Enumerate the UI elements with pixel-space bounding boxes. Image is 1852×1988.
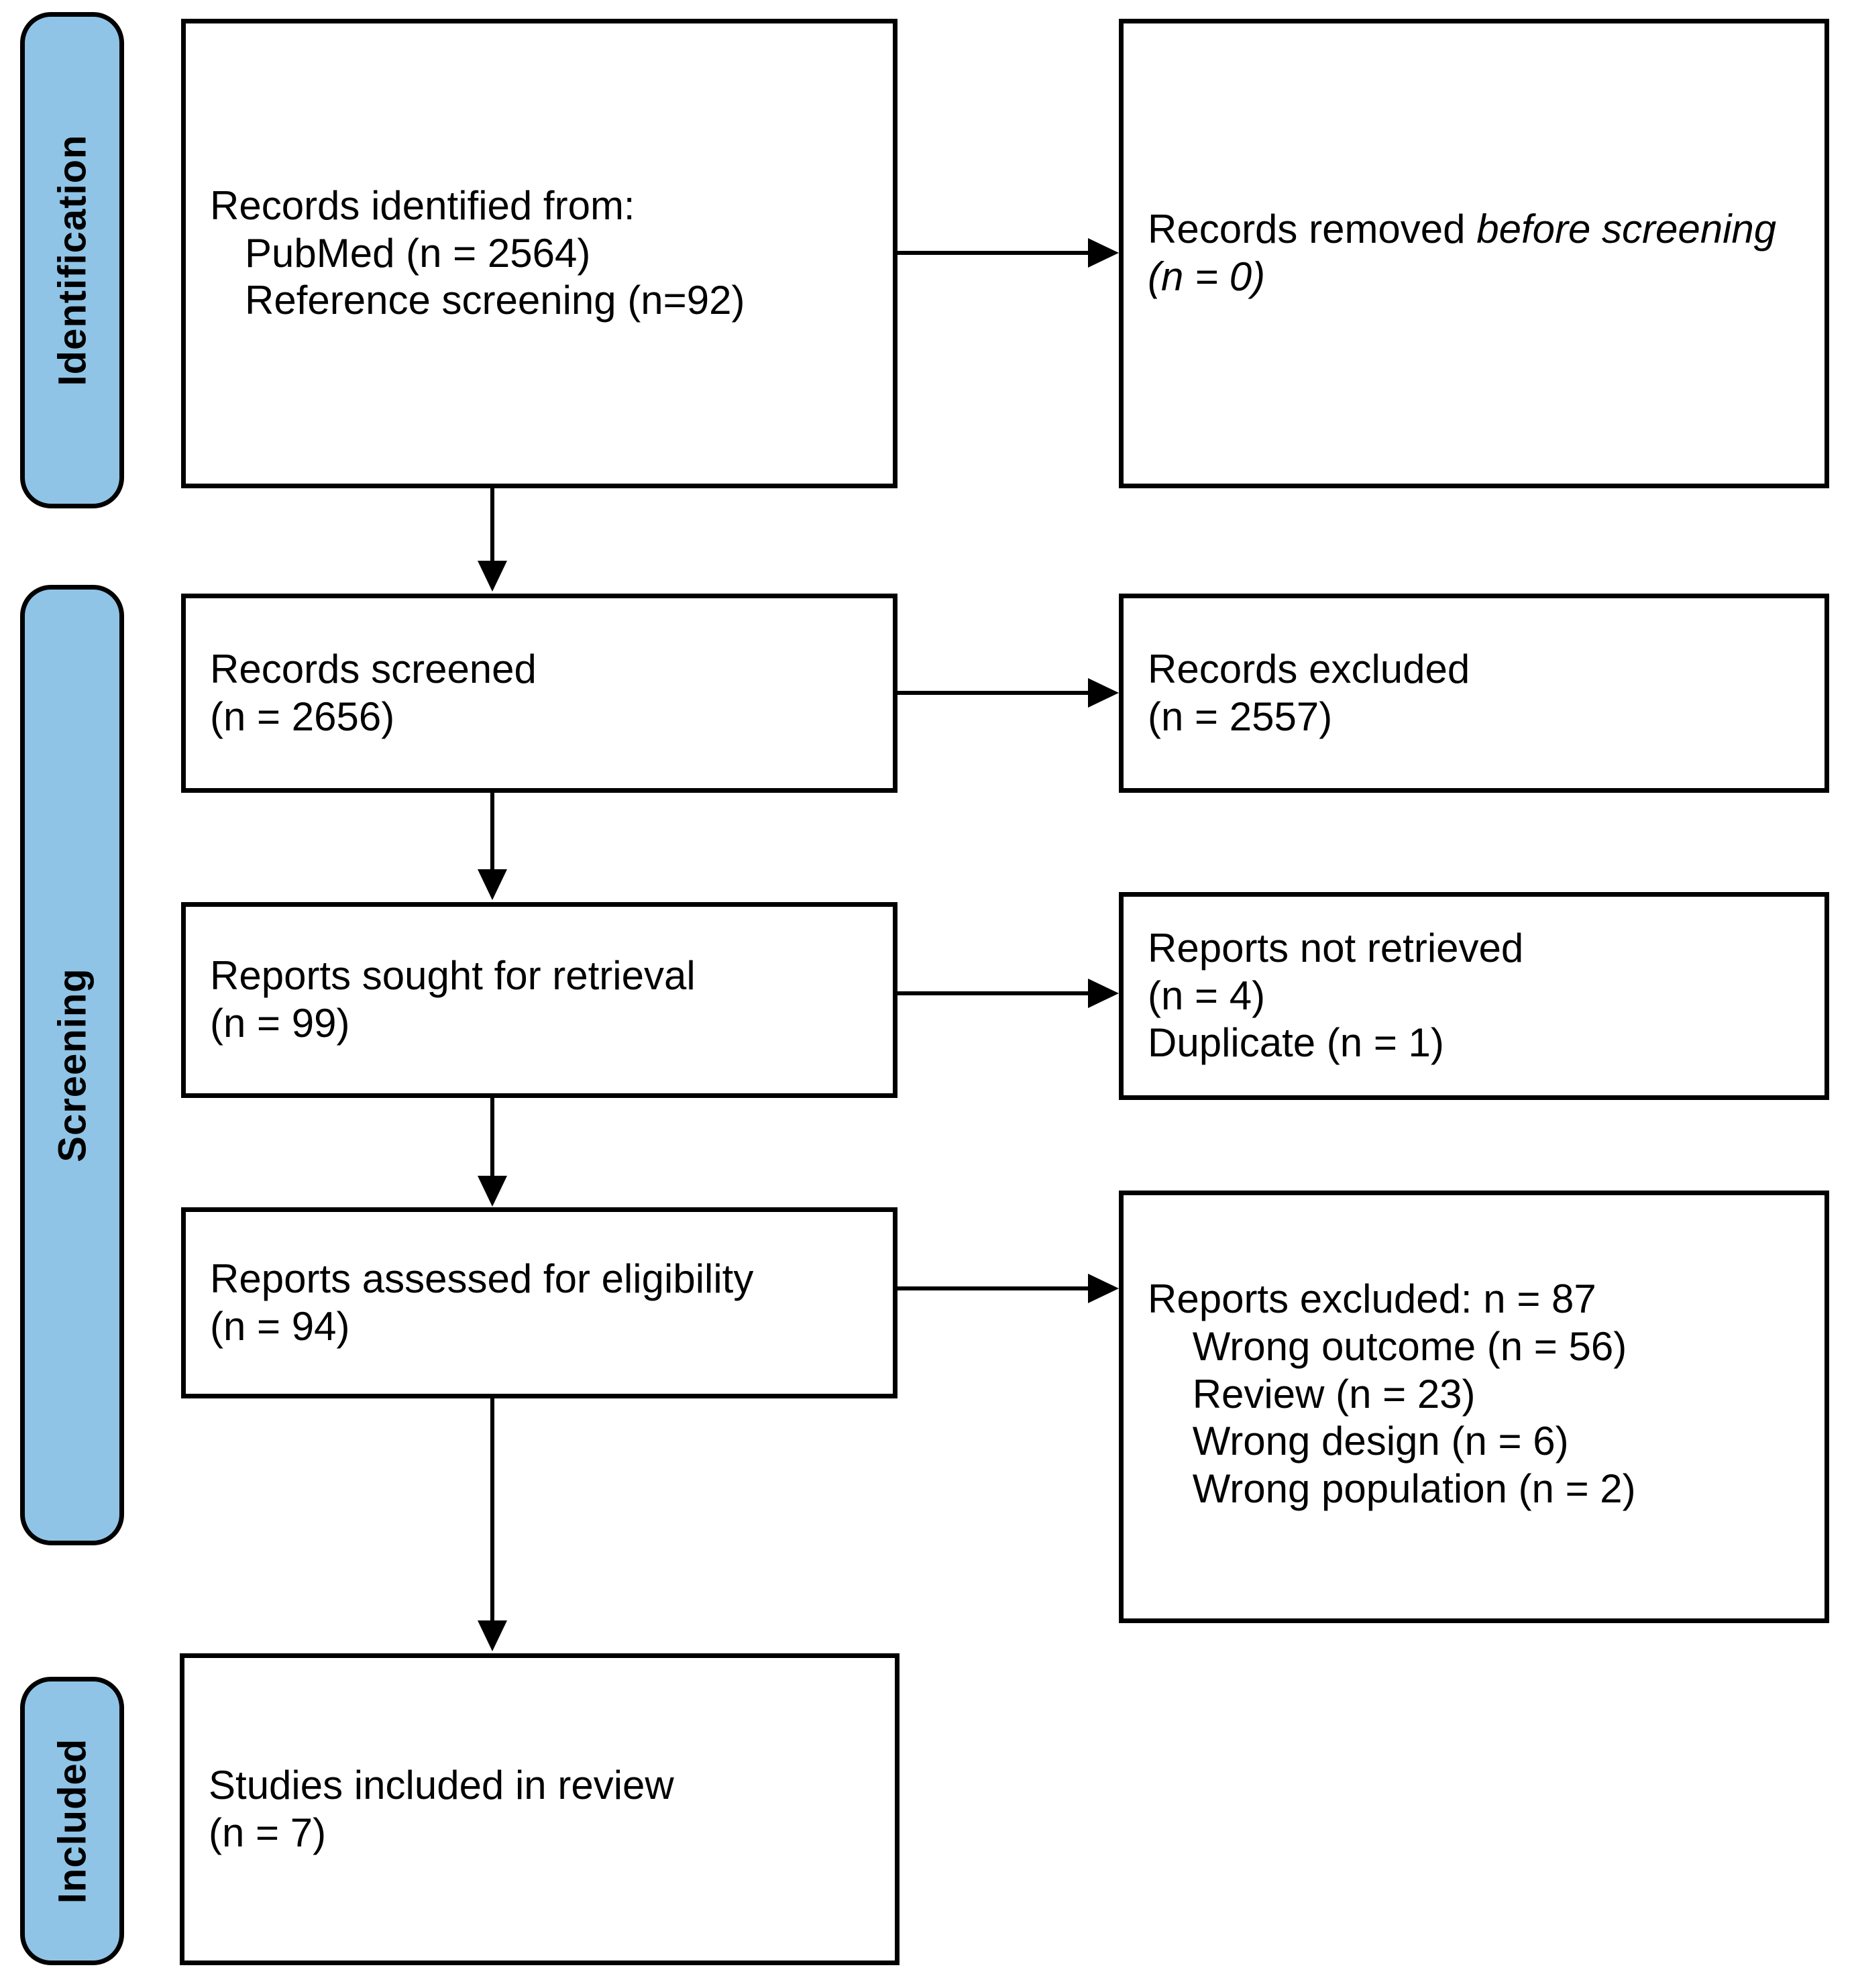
connector-assessed-to-excluded: [897, 1286, 1092, 1290]
reports-not-retrieved-line2: (n = 4): [1148, 973, 1266, 1018]
arrowhead-assessed-to-included: [478, 1620, 507, 1651]
box-reports-assessed: Reports assessed for eligibility(n = 94): [181, 1207, 897, 1398]
stage-pill-included: Included: [20, 1677, 124, 1965]
arrowhead-screened-to-excluded: [1088, 678, 1119, 708]
box-reports-assessed-text: Reports assessed for eligibility(n = 94): [186, 1256, 765, 1351]
reports-excluded-line1: Reports excluded: n = 87: [1148, 1276, 1596, 1321]
arrowhead-identified-to-removed: [1088, 238, 1119, 268]
connector-sought-to-not-retrieved: [897, 991, 1092, 995]
reports-assessed-line2: (n = 94): [210, 1303, 350, 1349]
box-records-removed: Records removed before screening (n = 0): [1119, 19, 1829, 488]
reports-excluded-line4: Wrong design (n = 6): [1148, 1419, 1569, 1464]
box-reports-excluded-text: Reports excluded: n = 87 Wrong outcome (…: [1124, 1195, 1648, 1513]
box-reports-sought: Reports sought for retrieval(n = 99): [181, 902, 897, 1098]
box-records-screened-text: Records screened(n = 2656): [186, 646, 549, 741]
connector-identified-to-removed: [897, 251, 1092, 255]
box-reports-excluded: Reports excluded: n = 87 Wrong outcome (…: [1119, 1191, 1829, 1623]
records-identified-line3: Reference screening (n=92): [245, 278, 745, 323]
stage-pill-identification: Identification: [20, 12, 124, 508]
box-studies-included: Studies included in review(n = 7): [180, 1653, 900, 1965]
studies-included-line1: Studies included in review: [209, 1762, 674, 1808]
studies-included-line2: (n = 7): [209, 1810, 327, 1855]
records-removed-italic: before screening: [1476, 207, 1777, 252]
records-screened-line2: (n = 2656): [210, 694, 395, 739]
box-studies-included-text: Studies included in review(n = 7): [184, 1762, 686, 1857]
reports-assessed-line1: Reports assessed for eligibility: [210, 1256, 754, 1301]
records-excluded-line2: (n = 2557): [1148, 694, 1333, 739]
reports-not-retrieved-line1: Reports not retrieved: [1148, 925, 1524, 971]
box-records-identified: Records identified from:PubMed (n = 2564…: [181, 19, 897, 488]
reports-excluded-line5: Wrong population (n = 2): [1148, 1466, 1636, 1512]
connector-assessed-to-included: [490, 1398, 494, 1622]
stage-label-included: Included: [50, 1738, 94, 1904]
reports-not-retrieved-line3: Duplicate (n = 1): [1148, 1020, 1444, 1066]
records-removed-tail: (n = 0): [1148, 207, 1788, 299]
records-screened-line1: Records screened: [210, 646, 537, 692]
box-reports-not-retrieved: Reports not retrieved(n = 4)Duplicate (n…: [1119, 892, 1829, 1100]
arrowhead-identified-to-screened: [478, 561, 507, 592]
box-records-screened: Records screened(n = 2656): [181, 594, 897, 793]
stage-pill-screening: Screening: [20, 585, 124, 1545]
reports-sought-line2: (n = 99): [210, 1001, 350, 1046]
arrowhead-sought-to-not-retrieved: [1088, 979, 1119, 1008]
stage-label-screening: Screening: [50, 968, 94, 1162]
arrowhead-sought-to-assessed: [478, 1176, 507, 1207]
connector-screened-to-excluded: [897, 691, 1092, 695]
records-identified-line2: PubMed (n = 2564): [245, 230, 591, 276]
records-identified-line1: Records identified from:: [210, 182, 635, 228]
arrowhead-assessed-to-excluded: [1088, 1274, 1119, 1303]
connector-screened-to-sought: [490, 793, 494, 871]
box-reports-sought-text: Reports sought for retrieval(n = 99): [186, 952, 708, 1048]
box-records-removed-text: Records removed before screening (n = 0): [1124, 23, 1824, 301]
box-records-excluded-text: Records excluded(n = 2557): [1124, 646, 1482, 741]
reports-excluded-line2: Wrong outcome (n = 56): [1148, 1323, 1627, 1369]
records-excluded-line1: Records excluded: [1148, 646, 1470, 692]
reports-excluded-line3: Review (n = 23): [1148, 1371, 1476, 1417]
box-reports-not-retrieved-text: Reports not retrieved(n = 4)Duplicate (n…: [1124, 925, 1535, 1067]
records-removed-lead: Records removed: [1148, 207, 1477, 252]
arrowhead-screened-to-sought: [478, 869, 507, 900]
stage-label-identification: Identification: [50, 134, 94, 386]
box-records-excluded: Records excluded(n = 2557): [1119, 594, 1829, 793]
connector-sought-to-assessed: [490, 1098, 494, 1177]
box-records-identified-text: Records identified from:PubMed (n = 2564…: [186, 182, 757, 325]
reports-sought-line1: Reports sought for retrieval: [210, 953, 696, 999]
connector-identified-to-screened: [490, 488, 494, 562]
